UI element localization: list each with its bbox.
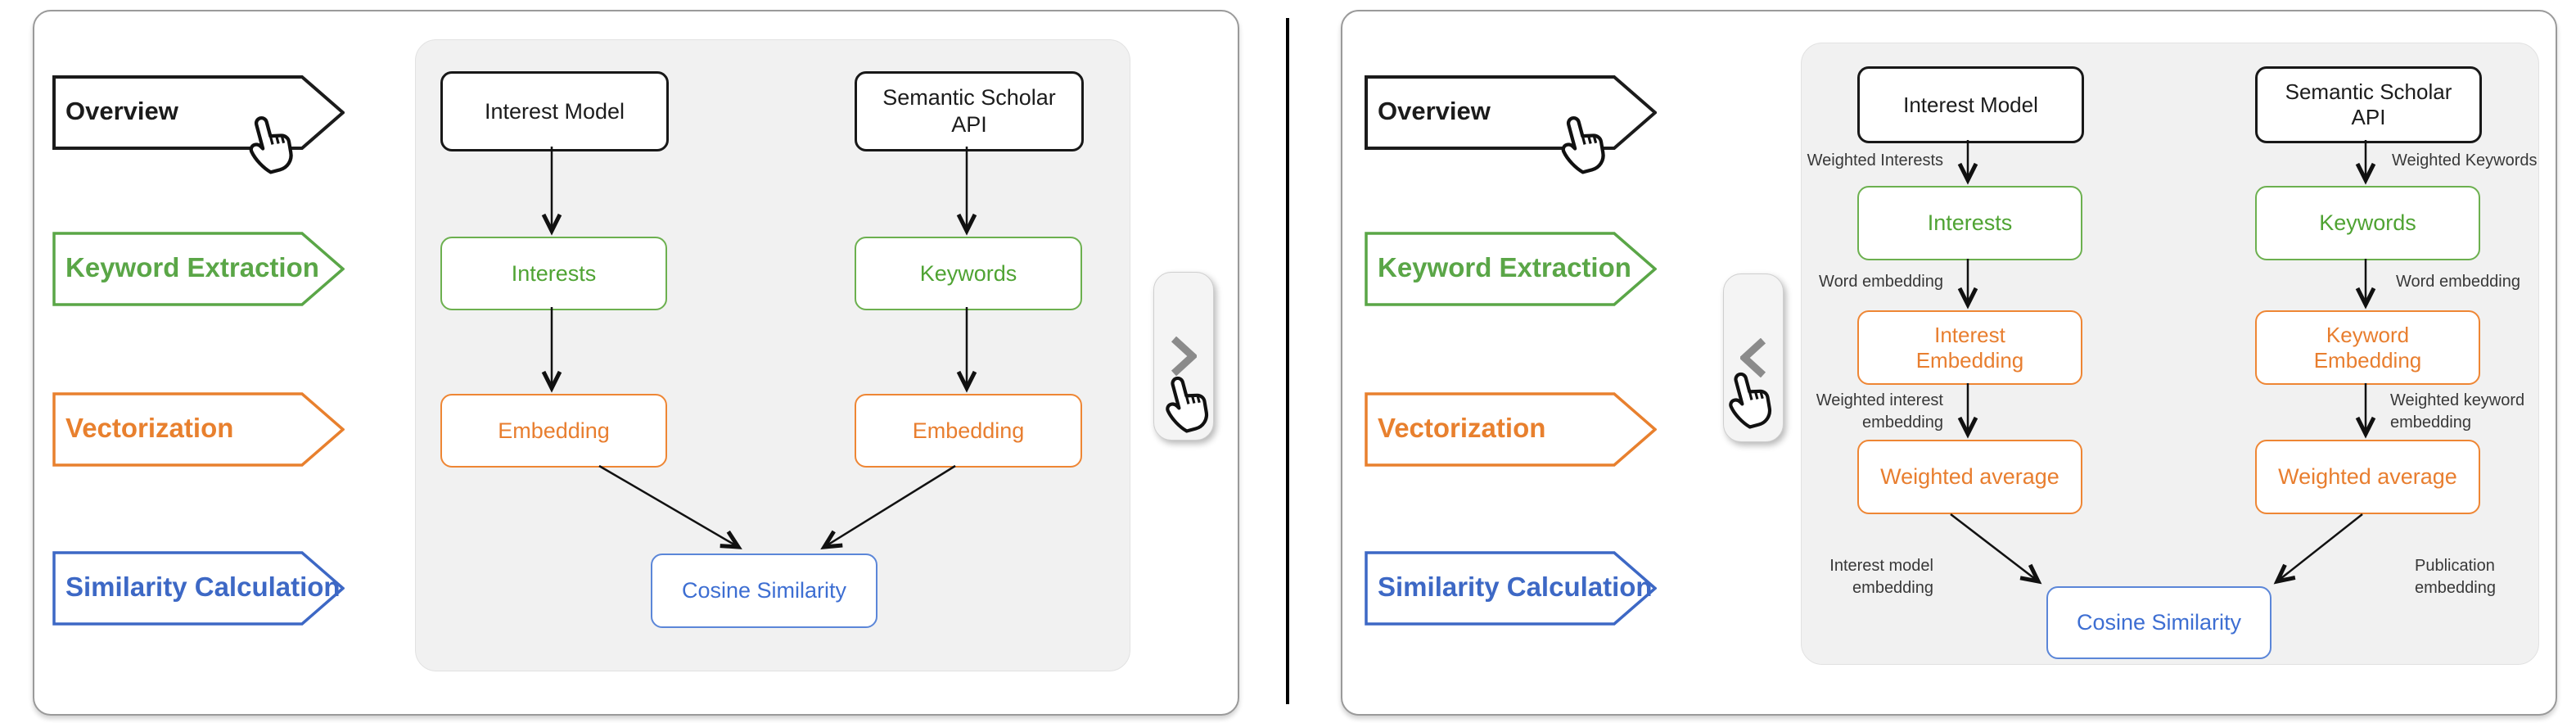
chevron-right-icon: [1171, 337, 1197, 376]
sidebar-item-label: Keyword Extraction: [65, 252, 319, 282]
edge-label-weighted-keywords: Weighted Keywords: [2392, 151, 2538, 169]
node-keyword-embedding: Keyword Embedding: [2255, 310, 2480, 385]
flowchart-arrows: [1950, 140, 2376, 585]
slide-card-overview: Overview Keyword Extraction Vectorizatio…: [33, 10, 1239, 716]
edge-label-weighted-interest-embedding: Weighted interest embedding: [1816, 391, 1943, 432]
step-chevron-shape: [52, 392, 345, 467]
node-embedding-left: Embedding: [440, 394, 667, 468]
node-interest-model: Interest Model: [1857, 66, 2084, 143]
step-chevron-shape: [52, 75, 345, 150]
pointer-hand-cursor-icon: [1561, 116, 1605, 174]
edge-label-word-embedding-right: Word embedding: [2396, 273, 2520, 291]
sidebar-item-keyword-extraction[interactable]: Keyword Extraction: [1365, 232, 1657, 306]
slide-card-detailed: Overview Keyword Extraction Vectorizatio…: [1341, 10, 2557, 716]
sidebar-item-vectorization[interactable]: Vectorization: [1365, 392, 1657, 467]
node-embedding-right: Embedding: [855, 394, 1082, 468]
sidebar-item-label: Similarity Calculation: [65, 572, 341, 602]
sidebar-item-label: Keyword Extraction: [1378, 252, 1631, 282]
sidebar-item-vectorization[interactable]: Vectorization: [52, 392, 345, 467]
edge-label-weighted-interests: Weighted Interests: [1807, 151, 1943, 169]
step-chevron-shape: [1365, 551, 1657, 626]
pointer-hand-cursor-icon: [249, 116, 293, 174]
node-interest-model: Interest Model: [440, 71, 669, 151]
node-interests: Interests: [1857, 186, 2082, 260]
sidebar-item-keyword-extraction[interactable]: Keyword Extraction: [52, 232, 345, 306]
sidebar-item-overview[interactable]: Overview: [52, 75, 345, 150]
step-chevron-shape: [1365, 392, 1657, 467]
flowchart-arrows: [541, 147, 977, 549]
pointer-hand-cursor-icon: [1166, 376, 1209, 433]
node-keywords: Keywords: [855, 237, 1082, 310]
sidebar-item-label: Overview: [65, 97, 178, 125]
node-weighted-average-left: Weighted average: [1857, 440, 2082, 514]
edge-label-publication-embedding: Publication embedding: [2415, 557, 2496, 597]
node-interest-embedding: Interest Embedding: [1857, 310, 2082, 385]
step-chevron-shape: [52, 232, 345, 306]
sidebar-item-similarity-calculation[interactable]: Similarity Calculation: [1365, 551, 1657, 626]
node-cosine-similarity: Cosine Similarity: [2046, 586, 2271, 659]
node-weighted-average-right: Weighted average: [2255, 440, 2480, 514]
sidebar-item-similarity-calculation[interactable]: Similarity Calculation: [52, 551, 345, 626]
edge-label-weighted-keyword-embedding: Weighted keyword embedding: [2390, 391, 2525, 432]
sidebar-item-label: Similarity Calculation: [1378, 572, 1653, 602]
step-chevron-shape: [1365, 75, 1657, 150]
sidebar-item-label: Overview: [1378, 97, 1491, 125]
slide-divider: [1286, 18, 1289, 704]
node-keywords: Keywords: [2255, 186, 2480, 260]
edge-label-word-embedding-left: Word embedding: [1819, 273, 1943, 291]
edge-label-interest-model-embedding: Interest model embedding: [1829, 557, 1933, 597]
sidebar-item-overview[interactable]: Overview: [1365, 75, 1657, 150]
sidebar-item-label: Vectorization: [1378, 413, 1546, 443]
node-cosine-similarity: Cosine Similarity: [651, 554, 877, 628]
step-chevron-shape: [52, 551, 345, 626]
sidebar-item-label: Vectorization: [65, 413, 234, 443]
pointer-hand-cursor-icon: [1729, 372, 1772, 429]
node-semantic-scholar-api: Semantic Scholar API: [855, 71, 1084, 151]
step-chevron-shape: [1365, 232, 1657, 306]
node-semantic-scholar-api: Semantic Scholar API: [2255, 66, 2482, 143]
chevron-left-icon: [1740, 338, 1766, 377]
node-interests: Interests: [440, 237, 667, 310]
